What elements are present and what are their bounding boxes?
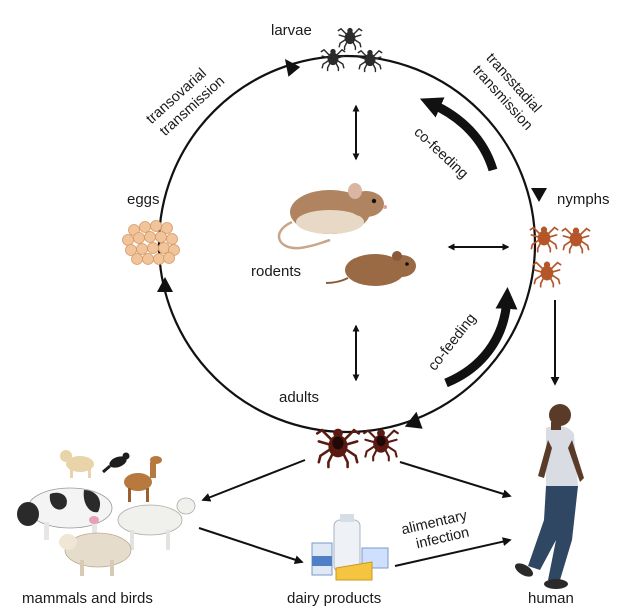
dairy-products-illustration [311,514,389,581]
mammals-and-birds-label: mammals and birds [22,590,153,607]
cofeeding-arrow-top [419,97,498,172]
cycle-arrowhead-adults [404,411,423,429]
vole-illustration [325,251,416,286]
adults-human-arrow [399,461,512,499]
cycle-arrowhead-larvae [284,59,301,77]
adult-ticks [315,427,399,469]
nymph-ticks [529,225,591,288]
eggs-label: eggs [127,191,160,208]
eggs-cluster [122,220,180,265]
sheep-icon [59,532,132,576]
human-label: human [528,590,574,607]
cow-icon [17,487,113,540]
cheese-icon [335,561,373,581]
larvae-ticks [320,27,383,73]
cofeeding-top-label: co-feeding [411,124,471,182]
mammals-and-birds-illustration [17,450,196,576]
deer-icon [124,456,162,502]
cycle-arrowhead-eggs [157,277,173,292]
life-cycle-circle [157,54,537,434]
larvae-label: larvae [271,22,312,39]
cycle-arrowhead-nymphs [531,188,547,202]
mammals-dairy-arrow [198,527,304,565]
bird-icon [102,452,130,474]
rodents-label: rodents [251,263,301,280]
mouse-illustration [277,183,387,250]
goat-icon [117,497,196,550]
dairy-human-arrow [394,537,512,567]
dairy-products-label: dairy products [287,590,381,607]
cofeeding-arrow-bottom [444,287,518,388]
human-illustration [514,404,584,589]
adults-label: adults [279,389,319,406]
nymphs-label: nymphs [557,191,610,208]
dog-icon [60,450,94,478]
adults-mammals-arrow [201,459,306,502]
